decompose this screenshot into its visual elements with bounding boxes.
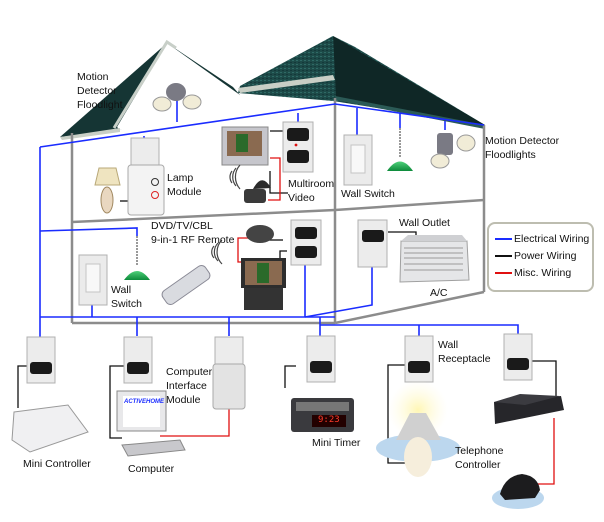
label-computer: Computer (128, 463, 175, 475)
legend-label: Electrical Wiring (514, 233, 590, 245)
label-wall-receptacle: Wall Receptacle (438, 339, 491, 365)
roof (60, 36, 485, 140)
legend-swatch-power (495, 255, 512, 257)
wall-switch-top-icon (343, 134, 373, 186)
legend-swatch-electrical (495, 238, 512, 240)
computer-interface-module-icon (212, 336, 246, 410)
computer-screen-brand: ACTIVEHOME (124, 399, 165, 405)
rf-transceiver-icon (246, 225, 274, 243)
label-telephone-controller: Telephone Controller (455, 445, 504, 471)
electrical-wiring (39, 96, 519, 337)
av-wall-plate-icon (282, 121, 314, 173)
rf-waves-icon-2 (211, 239, 223, 265)
outlet-lamp-module-icon (127, 137, 165, 216)
video-sender-icon (244, 180, 271, 203)
label-motion-detector-floodlights: Motion Detector Floodlights (485, 135, 560, 161)
label-computer-interface-module: Computer Interface Module (166, 366, 213, 406)
eave-trim-right (335, 96, 485, 129)
telephone-icon (492, 474, 544, 509)
legend-label: Misc. Wiring (514, 267, 572, 279)
rf-remote-icon (161, 264, 211, 306)
label-multiroom-video: Multiroom Video (288, 178, 335, 204)
gable-trim (112, 39, 177, 129)
outlet-computer-icon (123, 336, 153, 384)
floor-divider-left (71, 208, 336, 224)
label-mini-controller: Mini Controller (23, 458, 91, 470)
label-wall-switch-top: Wall Switch (341, 188, 395, 200)
outlet-mini-timer-icon (306, 335, 336, 383)
wall-outlet-ac-plate-icon (357, 219, 388, 268)
tv-multiroom-icon (221, 126, 269, 166)
mini-timer-clock-icon (291, 398, 354, 432)
mini-controller-device-icon (11, 404, 89, 453)
big-screen-tv-icon (241, 258, 286, 310)
air-conditioner-icon (399, 235, 470, 283)
lit-lamp-icon (376, 380, 460, 477)
outlet-telephone-controller-icon (503, 333, 533, 381)
legend-item-power: Power Wiring (495, 249, 576, 263)
label-ac: A/C (430, 287, 448, 299)
hanging-lamp-top-icon (387, 128, 413, 171)
label-motion-detector-floodlight: Motion Detector Floodlight (77, 71, 123, 111)
hanging-lamp-middle-icon (124, 236, 150, 280)
legend-item-electrical: Electrical Wiring (495, 232, 589, 246)
power-wiring (17, 130, 557, 464)
wall-bottom-right (334, 290, 485, 325)
label-mini-timer: Mini Timer (312, 437, 361, 449)
house-walls (70, 98, 486, 325)
floodlights-right-icon (430, 133, 476, 169)
label-lamp-module: Lamp Module (167, 172, 202, 198)
floor-divider-right (334, 198, 485, 212)
rf-waves-icon-1 (229, 164, 241, 190)
av-wall-plate-middle-icon (290, 219, 322, 266)
computer-icon (116, 390, 186, 457)
legend-swatch-misc (495, 272, 512, 274)
outlet-lamp-bottom-icon (404, 335, 434, 383)
label-dvd-remote: DVD/TV/CBL 9-in-1 RF Remote (151, 220, 235, 246)
wall-switch-left-icon (78, 254, 108, 306)
legend: Electrical Wiring Power Wiring Misc. Wir… (487, 222, 594, 292)
table-lamp-icon (94, 167, 121, 214)
legend-label: Power Wiring (514, 250, 577, 262)
roof-right-hip (333, 36, 485, 125)
legend-item-misc: Misc. Wiring (495, 266, 571, 280)
eave-trim-center (238, 75, 335, 93)
outlet-mini-controller-icon (26, 336, 56, 384)
eave-trim (60, 128, 120, 140)
floodlight-gable-icon (152, 83, 202, 112)
label-wall-outlet: Wall Outlet (399, 217, 450, 229)
telephone-controller-device-icon (494, 394, 564, 424)
timer-display: 9:23 (318, 415, 340, 425)
label-wall-switch-left: Wall Switch (111, 284, 142, 310)
